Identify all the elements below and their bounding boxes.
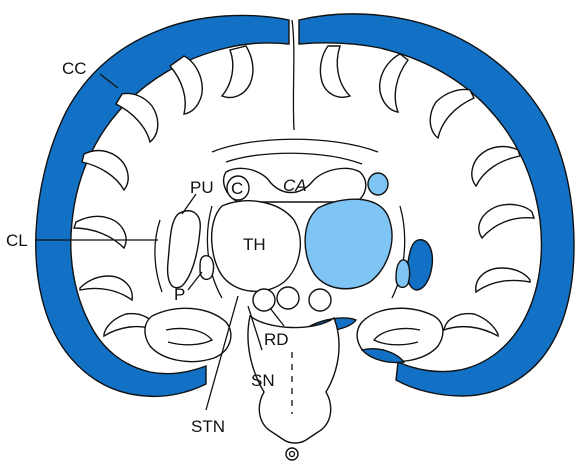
left-gyrus-3 bbox=[116, 94, 158, 143]
corpus-callosum-arc bbox=[212, 139, 378, 152]
label-pu: PU bbox=[190, 178, 214, 197]
putamen-left bbox=[168, 211, 201, 288]
pallidum-left bbox=[200, 256, 214, 280]
label-p: P bbox=[174, 285, 185, 304]
right-gyrus-2 bbox=[380, 54, 408, 112]
label-sn: SN bbox=[251, 371, 275, 390]
label-ca: CA bbox=[283, 176, 307, 195]
left-gyrus-2 bbox=[170, 56, 202, 114]
corpus-callosum-arc-inner bbox=[226, 153, 362, 164]
label-cc: CC bbox=[62, 59, 87, 78]
right-gyrus-1 bbox=[320, 46, 350, 97]
interhemispheric-fissure bbox=[292, 20, 294, 130]
right-gyrus-4 bbox=[472, 147, 520, 187]
right-gyrus-7 bbox=[444, 314, 498, 336]
red-nucleus-right bbox=[309, 289, 331, 311]
label-cl: CL bbox=[6, 231, 28, 250]
putamen-right bbox=[407, 240, 432, 290]
thalamus-right bbox=[305, 199, 392, 289]
label-stn: STN bbox=[191, 417, 225, 436]
right-gyrus-6 bbox=[476, 268, 530, 292]
red-nucleus-left bbox=[253, 289, 275, 311]
leader-rd bbox=[270, 308, 284, 326]
left-gyrus-6 bbox=[80, 276, 132, 300]
right-gyrus-3 bbox=[430, 90, 474, 139]
left-gyrus-1 bbox=[222, 46, 253, 98]
left-gyrus-4 bbox=[82, 151, 128, 191]
caudate-right bbox=[368, 173, 388, 195]
central-canal bbox=[286, 448, 298, 460]
pallidum-right bbox=[396, 260, 410, 288]
temporal-left bbox=[145, 308, 231, 361]
claustrum-left bbox=[155, 220, 162, 292]
left-gyrus-5 bbox=[74, 216, 126, 248]
label-c: C bbox=[231, 179, 243, 198]
label-th: TH bbox=[243, 235, 266, 254]
label-rd: RD bbox=[264, 330, 289, 349]
right-gyrus-5 bbox=[479, 204, 534, 238]
red-nucleus-center bbox=[277, 287, 299, 309]
